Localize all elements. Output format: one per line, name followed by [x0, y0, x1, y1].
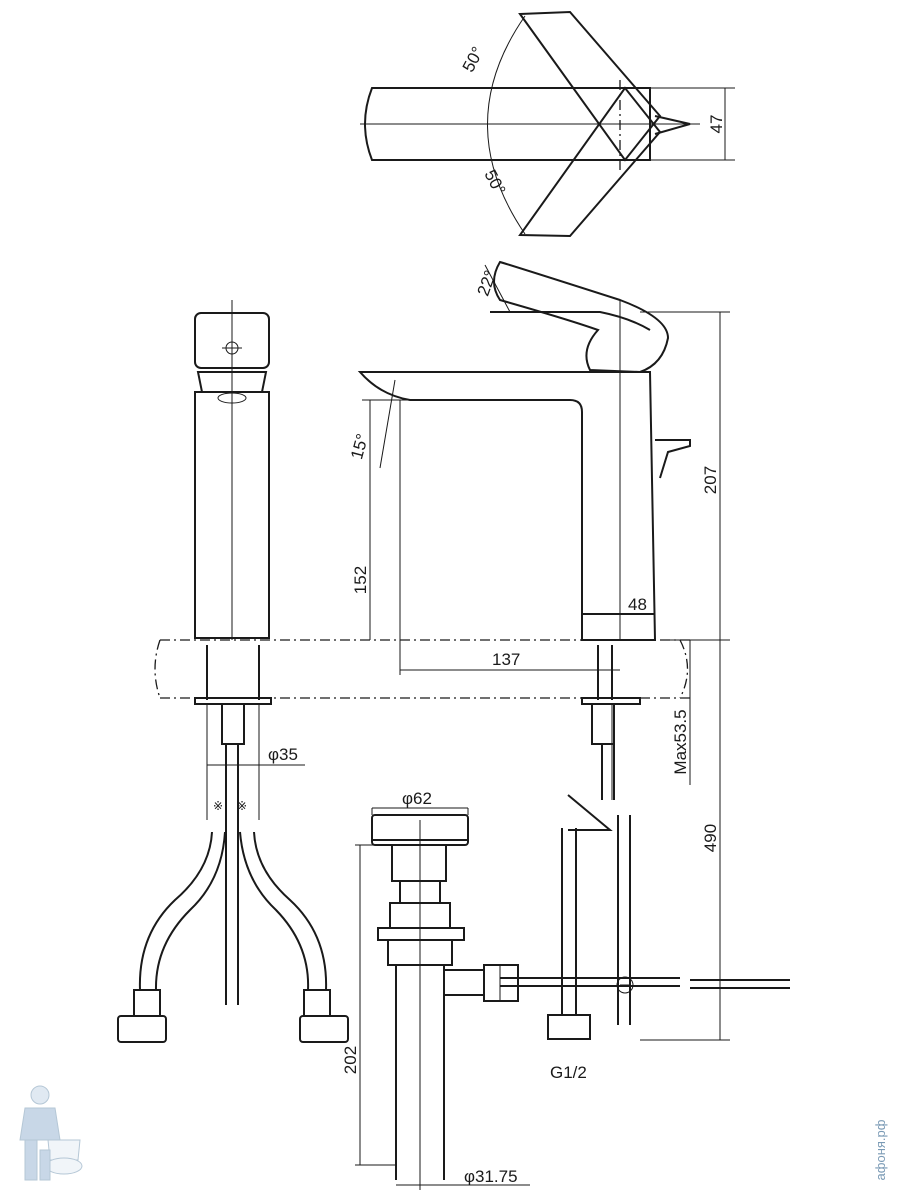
dim-hose-length-label: 490	[701, 824, 720, 852]
side-view: 22° 15° 152 207 48 137 Max53.5 490 G1/2	[347, 260, 790, 1082]
front-view: ※ ※ φ35	[117, 300, 349, 1043]
svg-text:※: ※	[213, 799, 223, 813]
dim-shank-dia-label: φ35	[268, 745, 298, 764]
dim-base-label: 48	[628, 595, 647, 614]
dim-drain-length-label: 202	[341, 1046, 360, 1074]
plumber-mascot-logo	[19, 1085, 83, 1181]
watermark-site-label: афоня.рф	[873, 1119, 888, 1180]
dim-drain-top-label: φ62	[402, 789, 432, 808]
dim-drain-pipe-label: φ31.75	[464, 1167, 518, 1186]
drain-assembly: φ62 202 φ31.75	[341, 789, 530, 1190]
svg-text:※: ※	[237, 799, 247, 813]
counter-section	[154, 639, 690, 699]
top-view: 47 50° 50°	[360, 10, 735, 238]
dim-width-top-label: 47	[707, 115, 726, 134]
dim-max-counter-label: Max53.5	[671, 709, 690, 774]
dim-height-total-label: 207	[701, 466, 720, 494]
thread-label: G1/2	[550, 1063, 587, 1082]
dim-spout-height-label: 152	[351, 566, 370, 594]
angle-top-lower-label: 50°	[480, 167, 509, 199]
angle-spout-label: 15°	[347, 432, 372, 462]
watermark: афоня.рф	[19, 1085, 888, 1181]
angle-top-upper-label: 50°	[459, 44, 488, 76]
dim-reach-label: 137	[492, 650, 520, 669]
